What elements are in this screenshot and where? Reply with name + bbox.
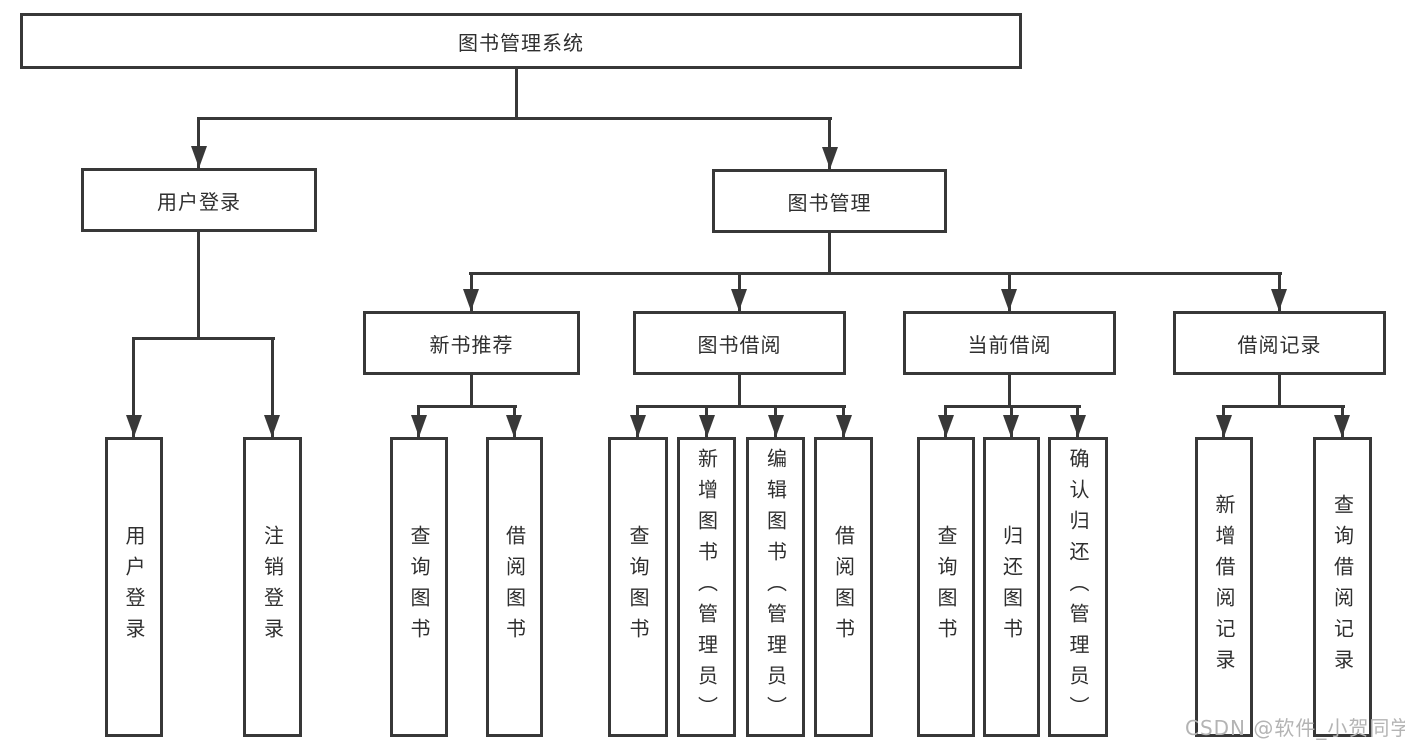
- node-label: 编辑图书（管理员）: [763, 447, 788, 727]
- arrowhead-down: [1003, 415, 1019, 437]
- arrowhead-down: [699, 415, 715, 437]
- connector-line: [132, 337, 135, 437]
- connector-line: [197, 117, 200, 168]
- connector-line: [132, 337, 275, 340]
- leaf-return-books: 归还图书: [983, 437, 1040, 737]
- node-current-borrowing: 当前借阅: [903, 311, 1116, 375]
- connector-line: [1222, 405, 1345, 408]
- arrowhead-down: [126, 415, 142, 437]
- connector-line: [470, 375, 473, 408]
- leaf-confirm-return-admin: 确认归还（管理员）: [1048, 437, 1108, 737]
- node-label: 查询借阅记录: [1330, 494, 1355, 680]
- node-borrowing-records: 借阅记录: [1173, 311, 1386, 375]
- connector-line: [828, 233, 831, 275]
- node-label: 新增图书（管理员）: [694, 447, 719, 727]
- connector-line: [636, 405, 846, 408]
- arrowhead-down: [264, 415, 280, 437]
- leaf-add-books-admin: 新增图书（管理员）: [677, 437, 736, 737]
- node-label: 注销登录: [260, 525, 285, 649]
- node-new-book-recommendation: 新书推荐: [363, 311, 580, 375]
- connector-line: [515, 68, 518, 117]
- leaf-borrow-books: 借阅图书: [814, 437, 873, 737]
- arrowhead-down: [506, 415, 522, 437]
- arrowhead-down: [768, 415, 784, 437]
- connector-line: [271, 337, 274, 437]
- leaf-query-books-borrowing: 查询图书: [608, 437, 668, 737]
- arrowhead-down: [822, 147, 838, 169]
- arrowhead-down: [731, 289, 747, 311]
- csdn-watermark: CSDN @软件_小贺同学: [1185, 716, 1405, 740]
- arrowhead-down: [463, 289, 479, 311]
- node-user-login: 用户登录: [81, 168, 317, 232]
- node-label: 确认归还（管理员）: [1066, 447, 1090, 727]
- leaf-borrow-books-recommend: 借阅图书: [486, 437, 543, 737]
- arrowhead-down: [1271, 289, 1287, 311]
- leaf-query-books-current: 查询图书: [917, 437, 975, 737]
- node-label: 当前借阅: [967, 332, 1052, 357]
- node-label: 借阅记录: [1237, 332, 1322, 357]
- node-label: 图书管理系统: [458, 30, 584, 55]
- leaf-logout: 注销登录: [243, 437, 302, 737]
- connector-line: [1008, 375, 1011, 408]
- arrowhead-down: [1334, 415, 1350, 437]
- connector-line: [197, 117, 832, 120]
- connector-line: [1278, 375, 1281, 408]
- connector-line: [828, 117, 831, 169]
- connector-line: [417, 405, 517, 408]
- node-label: 借阅图书: [502, 525, 527, 649]
- arrowhead-down: [938, 415, 954, 437]
- node-label: 用户登录: [157, 189, 241, 214]
- arrowhead-down: [1070, 415, 1086, 437]
- leaf-query-borrow-record: 查询借阅记录: [1313, 437, 1372, 737]
- leaf-query-books-recommend: 查询图书: [390, 437, 448, 737]
- leaf-user-login: 用户登录: [105, 437, 163, 737]
- node-label: 查询图书: [626, 525, 650, 649]
- arrowhead-down: [1216, 415, 1232, 437]
- arrowhead-down: [411, 415, 427, 437]
- connector-line: [197, 232, 200, 337]
- arrowhead-down: [191, 146, 207, 168]
- node-root-library-system: 图书管理系统: [20, 13, 1022, 69]
- leaf-edit-books-admin: 编辑图书（管理员）: [746, 437, 805, 737]
- arrowhead-down: [630, 415, 646, 437]
- node-label: 新书推荐: [429, 332, 514, 357]
- node-label: 归还图书: [999, 525, 1024, 649]
- connector-line: [469, 272, 1282, 275]
- leaf-add-borrow-record: 新增借阅记录: [1195, 437, 1253, 737]
- node-label: 图书管理: [787, 190, 872, 215]
- arrowhead-down: [836, 415, 852, 437]
- node-label: 借阅图书: [831, 525, 856, 649]
- node-label: 新增借阅记录: [1212, 494, 1236, 680]
- node-label: 查询图书: [934, 525, 958, 649]
- node-book-borrowing: 图书借阅: [633, 311, 846, 375]
- connector-line: [738, 375, 741, 408]
- node-label: 用户登录: [122, 525, 146, 649]
- node-label: 查询图书: [407, 525, 431, 649]
- arrowhead-down: [1001, 289, 1017, 311]
- node-label: 图书借阅: [697, 332, 782, 357]
- node-book-management: 图书管理: [712, 169, 947, 233]
